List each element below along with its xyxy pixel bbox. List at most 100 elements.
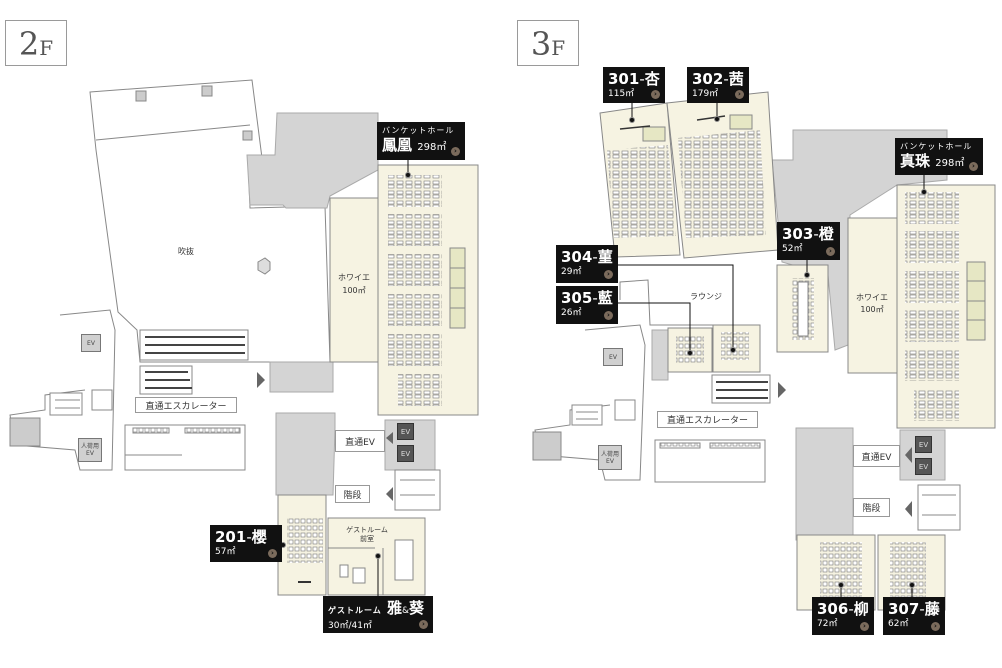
foyer-area: 100㎡ xyxy=(342,286,366,295)
chevron-right-icon[interactable]: › xyxy=(969,162,978,171)
hall-subtitle: バンケットホール xyxy=(900,142,973,151)
separator: - xyxy=(639,70,645,88)
floor3-core-south xyxy=(795,427,854,541)
freight-ev-text: EV xyxy=(606,457,614,465)
elevator-small: EV xyxy=(81,334,101,352)
ev-text: EV xyxy=(609,353,617,361)
elevator: EV xyxy=(915,436,932,453)
room-name: 雅 xyxy=(387,599,403,617)
floor2-core xyxy=(246,112,379,209)
foyer-area: 100㎡ xyxy=(860,305,884,314)
banquet-hall-houou-label[interactable]: バンケットホール 鳳凰 298㎡ › xyxy=(377,122,465,160)
room-number: 303 xyxy=(782,225,814,243)
separator: - xyxy=(592,289,598,307)
room-name: 柳 xyxy=(853,600,869,618)
room-number: 301 xyxy=(608,70,640,88)
room-name: 菫 xyxy=(597,248,613,266)
guest-prefix: ゲストルーム xyxy=(328,606,382,615)
room-305-label[interactable]: 305-藍 26㎡ › xyxy=(556,286,618,324)
floor2-restrooms xyxy=(124,424,246,471)
guest-anteroom-label: ゲストルーム xyxy=(346,526,388,534)
floor3-left-core xyxy=(532,324,646,481)
room-area: 57㎡ xyxy=(215,547,236,557)
room-area: 179㎡ xyxy=(692,89,719,99)
escalator-sign: 直通エスカレーター xyxy=(657,411,758,428)
separator: - xyxy=(813,225,819,243)
stairs-sign: 階段 xyxy=(853,498,890,517)
elevator: EV xyxy=(397,445,414,462)
chevron-right-icon[interactable]: › xyxy=(419,620,428,629)
guest-room-label[interactable]: ゲストルーム 雅&葵 30㎡/41㎡ › xyxy=(323,596,433,633)
hall-name: 真珠 xyxy=(900,152,931,170)
room-302-label[interactable]: 302-茜 179㎡ › xyxy=(687,67,749,103)
separator: - xyxy=(848,600,854,618)
chevron-right-icon[interactable]: › xyxy=(931,622,940,631)
chevron-right-icon[interactable]: › xyxy=(604,311,613,320)
room-name: 櫻 xyxy=(251,528,267,546)
chevron-right-icon[interactable]: › xyxy=(451,147,460,156)
atrium-label: 吹抜 xyxy=(178,247,194,256)
room-307-label[interactable]: 307-藤 62㎡ › xyxy=(883,597,945,635)
escalator-sign: 直通エスカレーター xyxy=(135,397,237,413)
chevron-right-icon[interactable]: › xyxy=(651,90,660,99)
floor3-foyer xyxy=(847,217,898,374)
freight-ev-text: 人荷用 xyxy=(600,450,619,458)
room-number: 305 xyxy=(561,289,593,307)
elevator: EV xyxy=(397,423,414,440)
chevron-right-icon[interactable]: › xyxy=(826,247,835,256)
room-name: 橙 xyxy=(818,225,834,243)
direct-ev-sign: 直通EV xyxy=(335,430,385,452)
room-number: 304 xyxy=(561,248,593,266)
room-area: 115㎡ xyxy=(608,89,635,99)
hall-area: 298㎡ xyxy=(417,142,447,153)
chevron-right-icon[interactable]: › xyxy=(860,622,869,631)
separator: - xyxy=(723,70,729,88)
floor2-core-south xyxy=(275,412,336,496)
room-201-label[interactable]: 201-櫻 57㎡ › xyxy=(210,525,282,562)
elevator: EV xyxy=(915,458,932,475)
chevron-right-icon[interactable]: › xyxy=(268,549,277,558)
room-area: 62㎡ xyxy=(888,619,909,629)
hall-name: 鳳凰 xyxy=(382,136,413,154)
room-303-label[interactable]: 303-橙 52㎡ › xyxy=(777,222,840,260)
freight-ev-text: 人荷用 xyxy=(80,443,99,450)
room-number: 307 xyxy=(888,600,920,618)
hall-area: 298㎡ xyxy=(935,158,965,169)
floor-unit: F xyxy=(39,36,54,60)
direct-ev-sign: 直通EV xyxy=(853,445,900,467)
floor2-core-lower xyxy=(269,361,334,393)
banquet-hall-shinju-label[interactable]: バンケットホール 真珠 298㎡ › xyxy=(895,138,983,175)
room-name: 藤 xyxy=(924,600,940,618)
ampersand: & xyxy=(402,606,410,616)
room-area: 29㎡ xyxy=(561,267,582,277)
ev-text: EV xyxy=(87,339,95,347)
floor3-restrooms xyxy=(654,439,766,483)
floor3-escalators xyxy=(711,374,786,404)
room-name: 茜 xyxy=(728,70,744,88)
foyer-name: ホワイエ xyxy=(338,273,370,282)
separator: - xyxy=(592,248,598,266)
freight-ev-text: EV xyxy=(86,450,94,457)
floor-number: 2 xyxy=(18,25,40,63)
floor2-stairs xyxy=(394,469,441,511)
elevator-small: EV xyxy=(603,348,623,366)
chevron-right-icon[interactable]: › xyxy=(735,90,744,99)
stairs-sign: 階段 xyxy=(335,485,370,503)
room-number: 302 xyxy=(692,70,724,88)
room-301-label[interactable]: 301-杏 115㎡ › xyxy=(603,67,665,103)
separator: - xyxy=(246,528,252,546)
floor-number: 3 xyxy=(530,25,552,63)
chevron-right-icon[interactable]: › xyxy=(604,270,613,279)
room-306-label[interactable]: 306-柳 72㎡ › xyxy=(812,597,874,635)
lounge-label: ラウンジ xyxy=(690,292,722,301)
room-number: 201 xyxy=(215,528,247,546)
floor3-stairs xyxy=(917,484,961,531)
room-304-label[interactable]: 304-菫 29㎡ › xyxy=(556,245,618,283)
room-name: 葵 xyxy=(409,599,425,617)
guest-anteroom-label: 前室 xyxy=(360,535,374,543)
